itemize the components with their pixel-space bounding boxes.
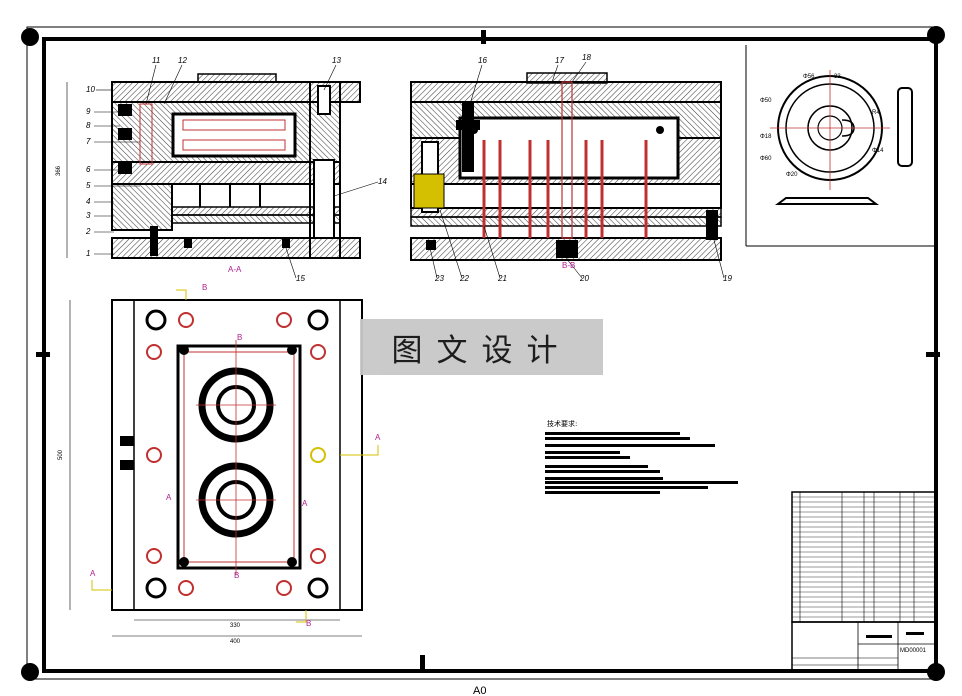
dim-phi50: Φ50 bbox=[760, 98, 772, 104]
callout-16: 16 bbox=[478, 56, 487, 65]
part-detail-view: Φ50 Φ56 Φ60 Φ18 Φ20 Φ14 R4 33 bbox=[745, 45, 936, 247]
callout-14: 14 bbox=[378, 177, 387, 186]
callout-23: 23 bbox=[434, 274, 444, 283]
section-label-b-b: B-B bbox=[562, 261, 575, 270]
callout-6: 6 bbox=[86, 165, 91, 174]
section-view-b-b bbox=[410, 72, 722, 261]
callout-21: 21 bbox=[497, 274, 507, 283]
callout-9: 9 bbox=[86, 107, 91, 116]
view-mark-b-bottom: B bbox=[306, 619, 311, 628]
dim-width-outer: 400 bbox=[230, 639, 241, 645]
dim-phi20: Φ20 bbox=[786, 172, 798, 178]
dim-phi56: Φ56 bbox=[803, 74, 815, 80]
dim-side: 500 bbox=[58, 449, 64, 460]
watermark-banner: 图文设计 bbox=[360, 319, 603, 375]
callout-3: 3 bbox=[86, 211, 91, 220]
callout-20: 20 bbox=[579, 274, 589, 283]
dim-width-inner: 330 bbox=[230, 623, 241, 629]
drawing-frame bbox=[21, 26, 945, 681]
section-view-a-a bbox=[111, 73, 361, 259]
callout-22: 22 bbox=[459, 274, 469, 283]
dim-phi14: Φ14 bbox=[872, 148, 884, 154]
parts-list-table bbox=[791, 491, 937, 623]
section-label-a-a: A-A bbox=[228, 265, 242, 274]
callout-5: 5 bbox=[86, 181, 91, 190]
drawing-number: MD00001 bbox=[900, 648, 927, 654]
sheet-size-label: A0 bbox=[473, 685, 486, 696]
dim-33: 33 bbox=[834, 74, 841, 80]
dim-height: 366 bbox=[56, 165, 62, 176]
dim-phi18: Φ18 bbox=[760, 134, 772, 140]
view-mark-b-mid: B bbox=[237, 333, 242, 342]
callout-15: 15 bbox=[296, 274, 305, 283]
technical-notes-title: 技术要求: bbox=[547, 420, 578, 428]
callout-12: 12 bbox=[178, 56, 187, 65]
callout-10: 10 bbox=[86, 85, 95, 94]
title-block: MD00001 bbox=[791, 621, 937, 673]
callout-13: 13 bbox=[332, 56, 341, 65]
view-mark-a-mid-left: A bbox=[166, 493, 172, 502]
view-mark-a-mid-right: A bbox=[302, 499, 308, 508]
part-callouts-left: 10 9 8 7 6 5 4 3 2 1 11 12 13 14 15 A-A … bbox=[56, 56, 387, 283]
view-mark-b-low: B bbox=[234, 571, 239, 580]
plan-view: 500 330 400 B B B B A A A A bbox=[58, 283, 381, 645]
callout-4: 4 bbox=[86, 197, 91, 206]
dim-r4: R4 bbox=[872, 110, 880, 116]
view-mark-b-top: B bbox=[202, 283, 207, 292]
callout-7: 7 bbox=[86, 137, 91, 146]
parts-list-rows bbox=[792, 496, 936, 618]
callout-19: 19 bbox=[723, 274, 732, 283]
callout-2: 2 bbox=[85, 227, 91, 236]
view-mark-a-left: A bbox=[90, 569, 96, 578]
part-callouts-middle: 16 17 18 19 20 21 22 23 B-B bbox=[429, 53, 732, 283]
callout-18: 18 bbox=[582, 53, 591, 62]
dim-phi60: Φ60 bbox=[760, 156, 772, 162]
callout-8: 8 bbox=[86, 121, 91, 130]
callout-11: 11 bbox=[152, 56, 160, 65]
view-mark-a-right: A bbox=[375, 433, 381, 442]
callout-1: 1 bbox=[86, 249, 90, 258]
technical-notes bbox=[545, 432, 738, 494]
callout-17: 17 bbox=[555, 56, 564, 65]
